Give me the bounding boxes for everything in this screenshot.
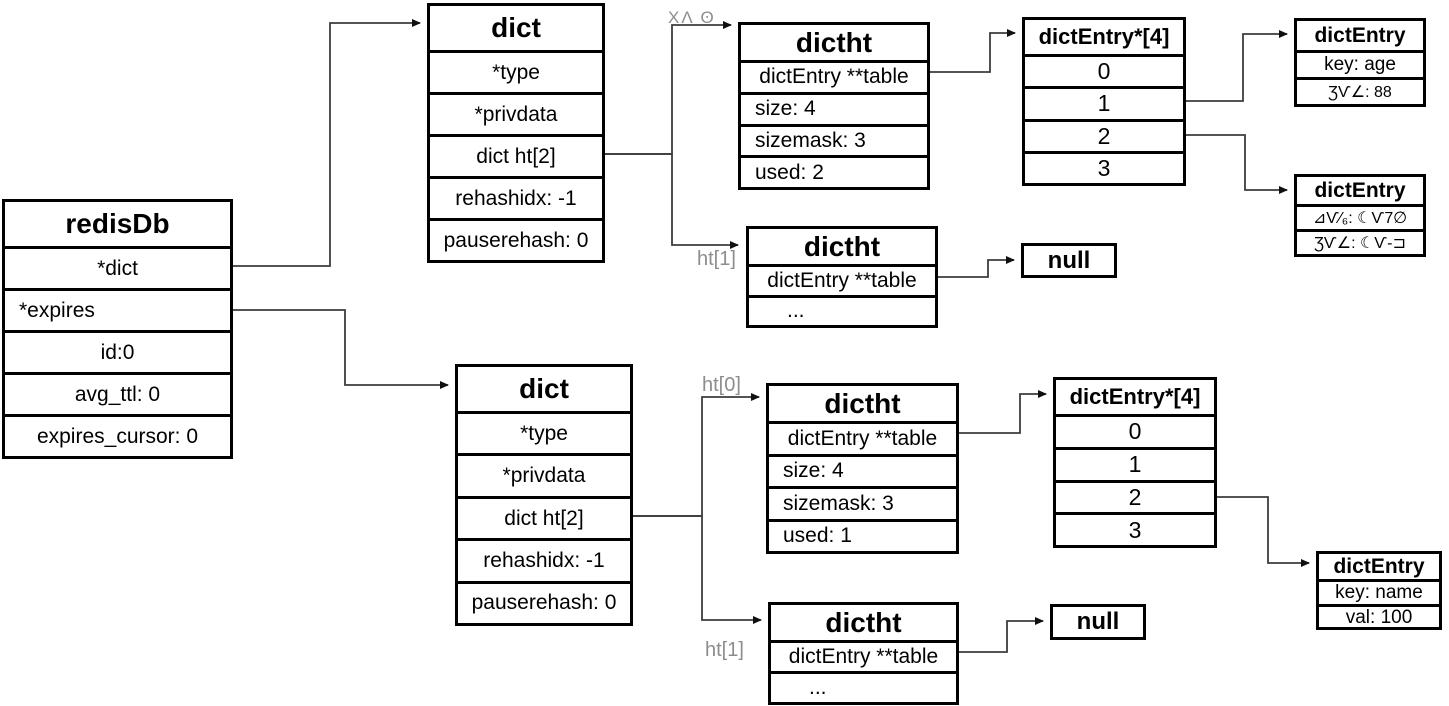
entry-key-row: key: age xyxy=(1297,50,1423,77)
field-row-pauserehash: pauserehash: 0 xyxy=(430,218,602,260)
field-row-expires-pointer: *expires xyxy=(5,288,230,330)
dictht-struct-box-top-ht1: dictht dictEntry **table ... xyxy=(746,226,938,328)
struct-title: dictEntry xyxy=(1314,178,1406,202)
field-row-size: size: 4 xyxy=(769,453,956,487)
field-row-used: used: 2 xyxy=(741,155,927,187)
arrow-redisdb-dict-to-dict-top xyxy=(232,19,421,267)
dictentry-box-age: dictEntry key: age ƷѴ∠: 88 xyxy=(1294,18,1426,107)
struct-title: dictht xyxy=(825,606,902,638)
arrow-dictht-bottom1-table-to-null-bottom xyxy=(958,617,1044,653)
label-ht1-bottom: ht[1] xyxy=(705,639,744,661)
dictentry-box-garbled: dictEntry ⊿Ѵ⁄₆: ☾Ѵ7∅ ƷѴ∠: ☾Ѵ-⊐ xyxy=(1294,174,1426,257)
entry-val-row-garbled: ƷѴ∠: 88 xyxy=(1297,77,1423,104)
dictht-struct-box-bottom-ht0: dictht dictEntry **table size: 4 sizemas… xyxy=(766,383,959,554)
arrow-dictbottom-ht2-to-dictht0 xyxy=(632,393,760,517)
field-row-sizemask: sizemask: 3 xyxy=(769,486,956,519)
label-ht0-bottom: ht[0] xyxy=(702,374,741,396)
struct-title: dictEntry xyxy=(1314,23,1406,47)
bucket-row-3: 3 xyxy=(1056,512,1214,545)
struct-title: dictht xyxy=(803,230,881,262)
null-box-bottom: null xyxy=(1050,604,1146,640)
arrow-dictht-bottom0-table-to-array-bottom xyxy=(959,390,1047,434)
arrow-dicttop-ht2-to-dictht1 xyxy=(604,153,739,249)
label-ht1-top: ht[1] xyxy=(697,248,736,270)
arrow-array-top-1-to-entry-age xyxy=(1186,30,1288,102)
dictht-struct-box-top-ht0: dictht dictEntry **table size: 4 sizemas… xyxy=(738,22,930,190)
entry-key-row: key: name xyxy=(1319,579,1439,604)
arrow-dictht0-table-to-array-top xyxy=(930,29,1016,73)
bucket-row-0: 0 xyxy=(1025,54,1183,86)
label-ht0-top-garbled: XΛ ʘ xyxy=(668,8,716,27)
field-row-used: used: 1 xyxy=(769,518,956,552)
dictentry-array-box-bottom: dictEntry*[4] 0 1 2 3 xyxy=(1053,377,1217,548)
null-label: null xyxy=(1076,608,1120,635)
field-row-rehashidx: rehashidx: -1 xyxy=(458,538,630,580)
dictht-struct-box-bottom-ht1: dictht dictEntry **table ... xyxy=(768,602,959,705)
arrow-array-top-2-to-entry-garbled xyxy=(1186,134,1288,194)
field-row-privdata: *privdata xyxy=(430,92,602,134)
struct-title: redisDb xyxy=(65,208,170,239)
field-row-table-pointer: dictEntry **table xyxy=(769,421,956,454)
struct-title: dictht xyxy=(795,26,873,58)
struct-title: dict xyxy=(519,373,569,404)
arrow-redisdb-expires-to-dict-bottom xyxy=(232,309,449,389)
entry-key-row-garbled: ⊿Ѵ⁄₆: ☾Ѵ7∅ xyxy=(1297,204,1423,229)
null-box-top: null xyxy=(1021,243,1117,278)
field-row-ellipsis: ... xyxy=(749,294,935,326)
field-row-ellipsis: ... xyxy=(771,671,956,702)
field-row-type: *type xyxy=(430,50,602,92)
field-row-table-pointer: dictEntry **table xyxy=(771,640,956,671)
field-row-size: size: 4 xyxy=(741,91,927,124)
bucket-row-2: 2 xyxy=(1056,479,1214,513)
arrow-dicttop-ht2-to-dictht0 xyxy=(604,21,732,155)
arrow-dictht1-table-to-null-top xyxy=(937,256,1015,278)
dictentry-box-name: dictEntry key: name val: 100 xyxy=(1316,551,1442,630)
entry-val-row: val: 100 xyxy=(1319,604,1439,629)
dict-struct-box-bottom: dict *type *privdata dict ht[2] rehashid… xyxy=(455,364,633,626)
field-row-type: *type xyxy=(458,411,630,453)
field-row-ht2: dict ht[2] xyxy=(430,134,602,176)
bucket-row-3: 3 xyxy=(1025,150,1183,183)
entry-val-row-garbled: ƷѴ∠: ☾Ѵ-⊐ xyxy=(1297,229,1423,254)
field-row-rehashidx: rehashidx: -1 xyxy=(430,176,602,218)
dictentry-array-box-top: dictEntry*[4] 0 1 2 3 xyxy=(1022,17,1186,186)
dict-struct-box-top: dict *type *privdata dict ht[2] rehashid… xyxy=(427,3,605,263)
field-row-privdata: *privdata xyxy=(458,453,630,495)
bucket-row-2: 2 xyxy=(1025,118,1183,151)
null-label: null xyxy=(1047,246,1091,274)
field-row-table-pointer: dictEntry **table xyxy=(741,60,927,92)
field-row-dict-pointer: *dict xyxy=(5,246,230,288)
field-row-sizemask: sizemask: 3 xyxy=(741,123,927,156)
struct-title: dictEntry*[4] xyxy=(1038,24,1170,49)
arrow-array-bottom-2-to-entry-name xyxy=(1217,496,1310,567)
struct-title: dictEntry*[4] xyxy=(1069,384,1201,409)
struct-title: dictEntry xyxy=(1333,554,1425,578)
arrow-dictbottom-ht2-to-dictht1 xyxy=(632,515,762,624)
bucket-row-0: 0 xyxy=(1056,414,1214,447)
bucket-row-1: 1 xyxy=(1056,446,1214,480)
struct-title: dictht xyxy=(824,387,901,419)
field-row-pauserehash: pauserehash: 0 xyxy=(458,580,630,623)
field-row-expires-cursor: expires_cursor: 0 xyxy=(5,414,230,456)
bucket-row-1: 1 xyxy=(1025,86,1183,118)
field-row-ht2: dict ht[2] xyxy=(458,495,630,538)
struct-title: dict xyxy=(491,12,541,43)
field-row-avg-ttl: avg_ttl: 0 xyxy=(5,372,230,414)
field-row-id: id:0 xyxy=(5,330,230,372)
field-row-table-pointer: dictEntry **table xyxy=(749,264,935,295)
redisdb-struct-box: redisDb *dict *expires id:0 avg_ttl: 0 e… xyxy=(2,199,233,459)
